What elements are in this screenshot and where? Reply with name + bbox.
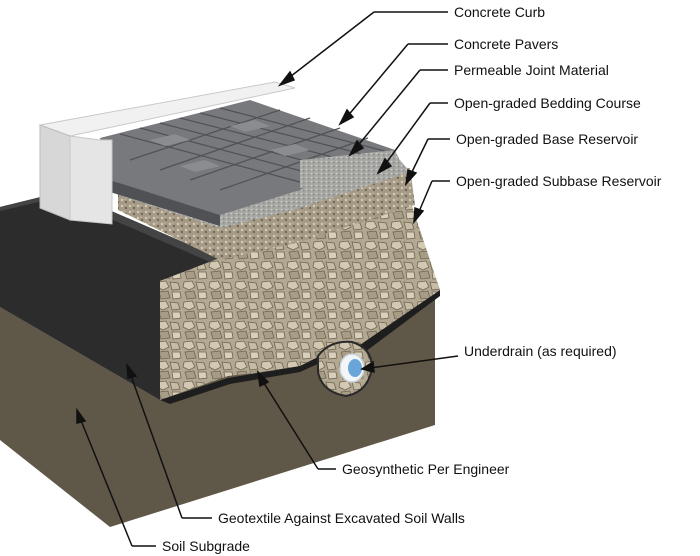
label-base-reservoir: Open-graded Base Reservoir (456, 131, 639, 147)
label-permeable-joint-material: Permeable Joint Material (454, 62, 609, 78)
underdrain-pipe-opening (348, 359, 362, 377)
label-geotextile: Geotextile Against Excavated Soil Walls (218, 510, 465, 526)
geotextile-top-edge (0, 191, 220, 262)
label-bedding-course: Open-graded Bedding Course (454, 95, 641, 111)
label-subbase-reservoir: Open-graded Subbase Reservoir (456, 173, 662, 189)
concrete-curb (38, 81, 296, 225)
geotextile-wall (0, 191, 220, 400)
leader-lines (76, 11, 459, 547)
label-soil-subgrade: Soil Subgrade (162, 538, 250, 554)
label-concrete-pavers: Concrete Pavers (454, 36, 559, 52)
geosynthetic-liner (160, 290, 440, 404)
subbase-reservoir (160, 200, 440, 400)
label-underdrain: Underdrain (as required) (464, 343, 617, 359)
label-concrete-curb: Concrete Curb (454, 4, 546, 20)
label-geosynthetic: Geosynthetic Per Engineer (342, 461, 510, 477)
